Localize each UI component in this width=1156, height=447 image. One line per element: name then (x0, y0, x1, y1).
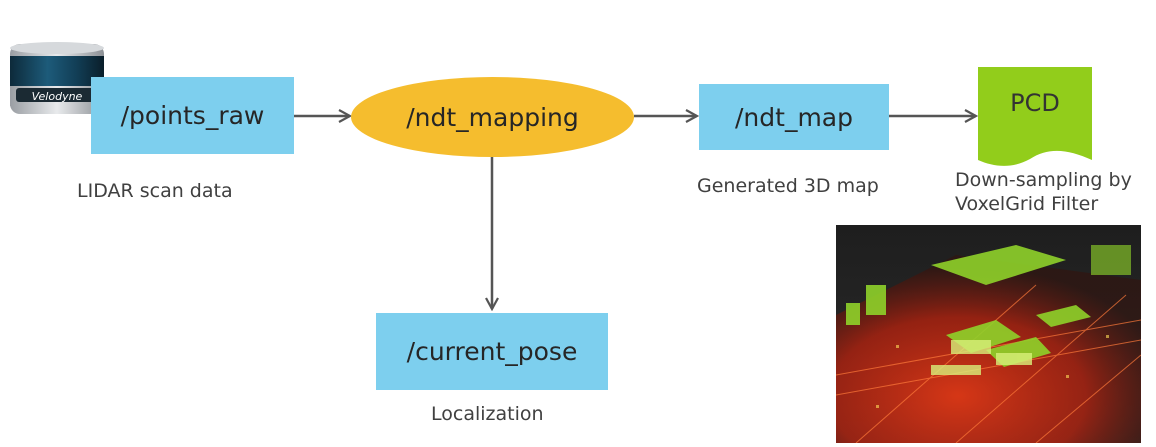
downsampling-caption-line2: VoxelGrid Filter (955, 193, 1099, 215)
ndt-mapping-label: /ndt_mapping (406, 102, 579, 132)
pcd-label: PCD (1010, 89, 1060, 117)
ndt-map-label: /ndt_map (735, 102, 853, 132)
current-pose-label: /current_pose (406, 337, 578, 366)
ndt-map-topic-box: /ndt_map (699, 84, 889, 150)
points-raw-label: /points_raw (120, 101, 265, 130)
pcd-document: PCD (978, 67, 1092, 167)
sensor-brand-label: Velodyne (31, 90, 83, 103)
ndt-mapping-node: /ndt_mapping (351, 77, 634, 157)
downsampling-caption-line1: Down-sampling by (955, 169, 1132, 191)
document-icon (978, 67, 1092, 166)
current-pose-topic-box: /current_pose (376, 313, 608, 390)
lidar-sensor-icon: Velodyne (8, 40, 106, 118)
points-raw-topic-box: /points_raw (91, 77, 294, 154)
point-cloud-map-image (835, 225, 1142, 444)
generated-map-caption: Generated 3D map (697, 175, 879, 197)
localization-caption: Localization (431, 403, 544, 425)
lidar-caption: LIDAR scan data (77, 180, 233, 202)
